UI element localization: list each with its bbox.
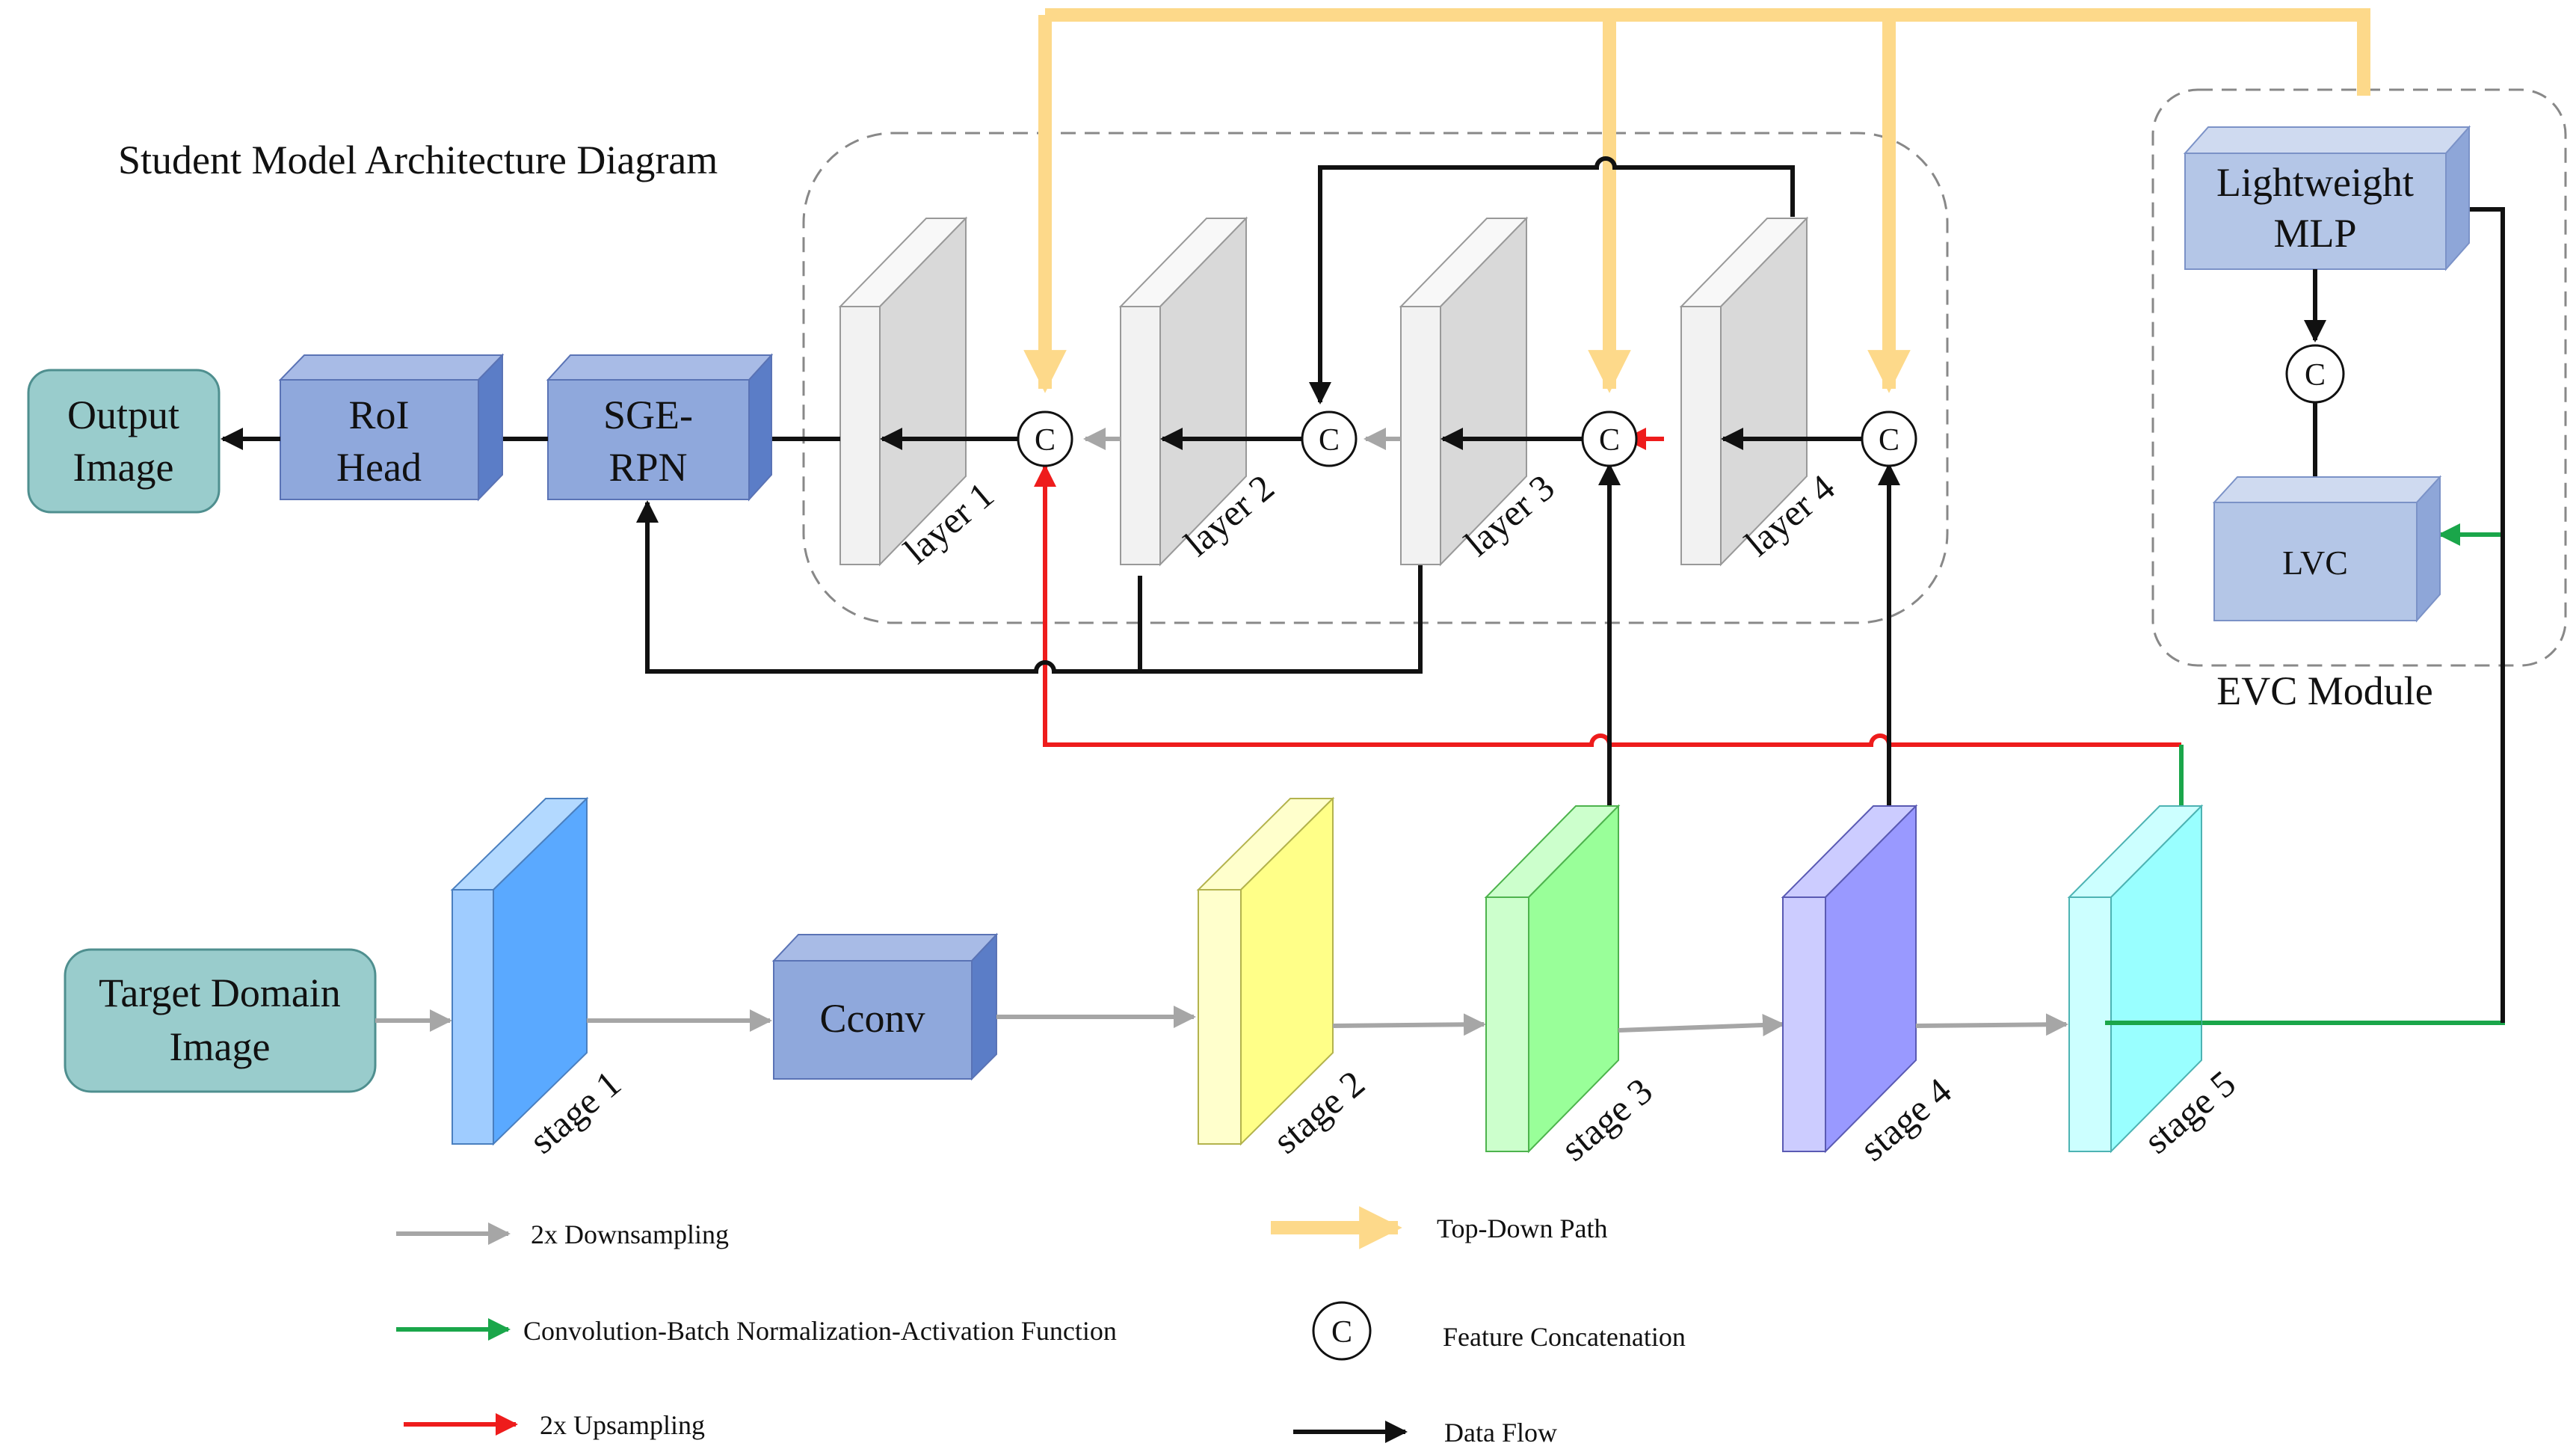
lvc-block: LVC (2212, 475, 2442, 623)
legend-top-down-text: Top-Down Path (1437, 1213, 1607, 1243)
legend-data-flow-text: Data Flow (1444, 1418, 1557, 1448)
stage4-to-stage5-flow (1915, 1013, 2068, 1036)
layer4-to-concat2-flow (1309, 156, 1795, 404)
legend-downsampling-text: 2x Downsampling (531, 1219, 729, 1249)
legend-top-down: Top-Down Path (1271, 1206, 1607, 1249)
target-domain-label-line1: Target Domain (99, 970, 341, 1015)
concat-node-4: C (1861, 410, 1917, 467)
lvc-label: LVC (2282, 544, 2348, 582)
sge-rpn-label-line2: RPN (608, 445, 687, 490)
output-image-label-line1: Output (67, 393, 179, 437)
sge-rpn-label-line1: SGE- (603, 393, 693, 437)
stage-3 (1484, 804, 1621, 1154)
top-down-path (1023, 8, 2370, 393)
concat-node-3: C (1581, 410, 1638, 467)
output-image-block: Output Image (27, 369, 221, 514)
concat-3-symbol: C (1599, 423, 1620, 458)
mlp-label-line1: Lightweight (2216, 160, 2414, 205)
stage2-to-stage3-flow (1332, 1013, 1486, 1036)
target-domain-label-line2: Image (170, 1024, 271, 1069)
cconv-label: Cconv (820, 996, 925, 1041)
evc-module-region (2151, 88, 2567, 667)
stage-4 (1781, 804, 1918, 1154)
concat-node-1: C (1017, 410, 1073, 467)
layer-1 (838, 216, 968, 567)
stage3-to-stage4-flow (1618, 1013, 1785, 1036)
roi-head-label-line2: Head (336, 445, 422, 490)
stage-5 (2067, 804, 2204, 1154)
diagram-title: Student Model Architecture Diagram (118, 138, 718, 182)
layer-4 (1679, 216, 1809, 567)
concat-4-symbol: C (1879, 423, 1899, 458)
concat-2-symbol: C (1319, 423, 1340, 458)
lightweight-mlp-block: Lightweight MLP (2183, 125, 2471, 271)
evc-concat-node: C (2285, 344, 2345, 404)
legend-downsampling: 2x Downsampling (396, 1219, 729, 1249)
layer-2 (1118, 216, 1248, 567)
legend-concat-text: Feature Concatenation (1443, 1322, 1686, 1352)
sge-rpn-block: SGE- RPN (546, 353, 774, 502)
evc-concat-symbol: C (2305, 358, 2326, 393)
legend-upsampling: 2x Upsampling (404, 1410, 705, 1440)
evc-module-label: EVC Module (2216, 668, 2433, 713)
legend: 2x Downsampling Convolution-Batch Normal… (396, 1206, 1686, 1448)
roi-head-block: RoI Head (278, 353, 505, 502)
legend-concat: C Feature Concatenation (1312, 1301, 1686, 1361)
legend-conv-bn-act: Convolution-Batch Normalization-Activati… (396, 1316, 1117, 1346)
fpn-region (802, 132, 1949, 624)
stage-1 (450, 796, 589, 1146)
output-image-label-line2: Image (73, 445, 174, 490)
legend-data-flow: Data Flow (1293, 1418, 1557, 1448)
target-domain-block: Target Domain Image (64, 948, 377, 1093)
legend-concat-symbol: C (1331, 1315, 1352, 1350)
layer-3 (1399, 216, 1529, 567)
legend-conv-text: Convolution-Batch Normalization-Activati… (523, 1316, 1117, 1346)
mlp-label-line2: MLP (2273, 211, 2356, 256)
concat-node-2: C (1301, 410, 1358, 467)
roi-head-label-line1: RoI (349, 393, 410, 437)
cconv-block: Cconv (771, 932, 999, 1081)
stage-2 (1196, 796, 1335, 1146)
stage5-to-mlp-flow (2446, 198, 2505, 1023)
concat-1-symbol: C (1035, 423, 1056, 458)
legend-upsampling-text: 2x Upsampling (540, 1410, 705, 1440)
lateral-flows (636, 463, 1900, 806)
